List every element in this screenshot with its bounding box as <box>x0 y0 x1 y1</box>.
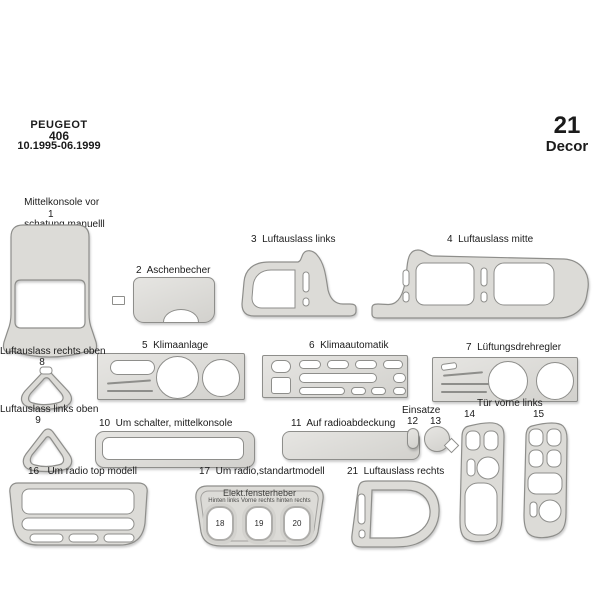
label-part6: 6 Klimaautomatik <box>309 340 389 351</box>
frame-opening <box>102 437 244 460</box>
part-14-door-panel-shape <box>459 422 505 543</box>
label-tuer: Tür vorne links <box>477 398 543 409</box>
engraved-line <box>442 371 484 377</box>
label-part5: 5 Klimaanlage <box>142 340 209 351</box>
button-cutout <box>327 360 349 369</box>
button-cutout <box>351 387 366 395</box>
button-cutout <box>371 387 386 395</box>
label-part9: Luftauslass links oben <box>0 404 99 415</box>
label-part2: 2 Aschenbecher <box>136 265 211 276</box>
vent-top-notch <box>39 366 53 375</box>
slot-cutout <box>299 387 345 395</box>
label-einsatze: Einsatze <box>402 405 441 416</box>
label-part1-num: 1 <box>48 209 54 220</box>
climate-dial-cutout <box>156 356 199 399</box>
button-cutout <box>393 387 406 395</box>
label-part7: 7 Lüftungsdrehregler <box>466 342 562 353</box>
climate-slot-cutout <box>110 360 155 375</box>
label-part16: 16 Um radio top modell <box>28 466 137 477</box>
part-16-radio-top-frame-shape <box>9 482 148 546</box>
panel-title: Elekt.fensterheber <box>222 488 297 498</box>
label-einsatze-12: 12 <box>407 416 419 427</box>
decor-count-block: 21 Decor <box>538 112 596 155</box>
engraved-line <box>441 383 493 385</box>
button-cutout <box>355 360 377 369</box>
label-part21: 21 Luftauslass rechts <box>347 466 445 477</box>
window-switch-cutout-20: 20 <box>283 506 311 541</box>
slot-cutout <box>299 373 377 383</box>
label-part11: 11 Auf radioabdeckung <box>291 418 396 429</box>
part-9-left-upper-vent-shape <box>22 428 73 473</box>
dial-cutout <box>536 362 574 400</box>
button-cutout <box>383 360 403 369</box>
button-cutout <box>271 360 291 373</box>
part-15-door-panel-shape <box>523 422 568 539</box>
slot-cutout <box>440 361 458 372</box>
dial-cutout <box>488 361 528 401</box>
small-clip-shape <box>112 296 125 305</box>
decor-label: Decor <box>545 138 589 155</box>
label-part9-num: 9 <box>35 415 41 426</box>
part-12-insert-shape <box>407 428 419 449</box>
label-einsatze-13: 13 <box>430 416 442 427</box>
part-7-vent-dial-panel-shape <box>432 357 578 402</box>
engraved-line <box>441 391 487 393</box>
vehicle-years: 10.1995-06.1999 <box>17 140 101 152</box>
ashtray-notch <box>163 309 199 322</box>
part-11-radio-cover-shape <box>282 431 420 460</box>
panel-subtitle: Hinten links Vorne rechts hinten rechts <box>208 498 311 504</box>
label-part8-num: 8 <box>39 357 45 368</box>
engraved-line <box>106 379 152 385</box>
part-4-center-vent-shape <box>371 249 589 319</box>
decor-count: 21 <box>553 112 581 139</box>
label-part10: 10 Um schalter, mittelkonsole <box>99 418 233 429</box>
part-2-ashtray-shape <box>133 277 215 323</box>
label-part17: 17 Um radio,standartmodell <box>199 466 325 477</box>
part-10-switch-frame-shape <box>95 431 255 468</box>
display-cutout <box>271 377 291 394</box>
button-cutout <box>299 360 321 369</box>
label-part8: Luftauslass rechts oben <box>0 346 106 357</box>
engraved-line <box>107 390 153 392</box>
part-3-left-vent-shape <box>241 250 357 317</box>
part-8-right-upper-vent-shape <box>20 366 73 410</box>
vehicle-brand: PEUGEOT <box>30 119 88 131</box>
label-part3: 3 Luftauslass links <box>251 234 336 245</box>
climate-dial-cutout <box>202 359 240 397</box>
label-tuer-15: 15 <box>533 409 545 420</box>
label-part4: 4 Luftauslass mitte <box>447 234 534 245</box>
label-tuer-14: 14 <box>464 409 476 420</box>
part-6-auto-climate-panel-shape <box>262 355 408 398</box>
window-switch-cutout-19: 19 <box>245 506 273 541</box>
vehicle-header: PEUGEOT 406 10.1995-06.1999 <box>8 120 110 152</box>
part-1-center-console-shape <box>2 224 98 358</box>
part-21-right-vent-shape <box>351 480 440 548</box>
part-5-climate-panel-shape <box>97 353 245 400</box>
button-cutout <box>393 373 406 383</box>
window-switch-cutout-18: 18 <box>206 506 234 541</box>
vehicle-model: 406 <box>48 129 70 143</box>
